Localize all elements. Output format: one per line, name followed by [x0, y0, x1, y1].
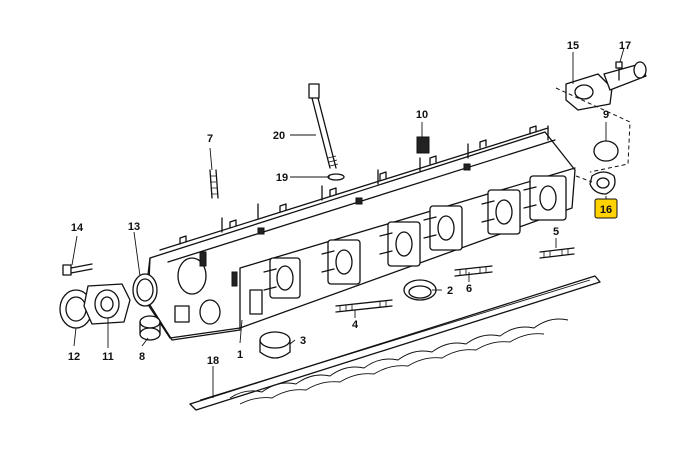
- callout-5: 5: [553, 226, 559, 238]
- cylinder-head: [144, 125, 576, 341]
- callout-12: 12: [68, 351, 80, 363]
- callout-16-highlight[interactable]: 16: [594, 198, 618, 219]
- head-gasket: [189, 275, 601, 411]
- stud-4: [335, 299, 393, 313]
- head-bolt: [308, 83, 339, 169]
- callout-10: 10: [416, 109, 428, 121]
- flange-11: [83, 283, 131, 325]
- port-row: [269, 175, 567, 299]
- sleeve-3: [259, 331, 291, 359]
- stud-6: [454, 265, 493, 277]
- callout-1: 1: [237, 349, 243, 361]
- callout-8: 8: [139, 351, 145, 363]
- ring-2: [403, 279, 437, 301]
- washer: [327, 173, 345, 181]
- stud-5: [539, 247, 575, 259]
- bolt-14: [62, 263, 93, 276]
- nut: [416, 136, 430, 154]
- assembly-dash-line: [575, 175, 593, 183]
- leader-lines: [71, 47, 625, 398]
- callout-7: 7: [207, 133, 213, 145]
- bolt-17: [615, 61, 623, 81]
- highlight-box: [594, 198, 618, 219]
- callout-6: 6: [466, 283, 472, 295]
- callout-4: 4: [352, 319, 359, 331]
- callout-9: 9: [603, 109, 609, 121]
- callout-13: 13: [128, 221, 140, 233]
- callout-18: 18: [207, 355, 219, 367]
- coolant-housing-15: [565, 61, 647, 111]
- callout-14: 14: [71, 222, 84, 234]
- callout-15: 15: [567, 40, 579, 52]
- callout-19: 19: [276, 172, 288, 184]
- callout-17: 17: [619, 40, 631, 52]
- callout-20: 20: [273, 130, 285, 142]
- callout-3: 3: [300, 335, 306, 347]
- callout-labels: 1 2 3 4 5 6 7 8 9 10 11 12 13 14 15 16 1…: [68, 40, 631, 367]
- sleeve-8: [139, 315, 161, 341]
- plug-9: [593, 140, 619, 162]
- callout-2: 2: [447, 285, 453, 297]
- callout-11: 11: [102, 351, 114, 363]
- stud-7: [209, 169, 219, 199]
- gasket-16: [589, 171, 616, 195]
- callout-16: 16: [600, 204, 612, 216]
- seal-ring-13: [132, 273, 158, 307]
- assembly-dash-line: [555, 87, 631, 173]
